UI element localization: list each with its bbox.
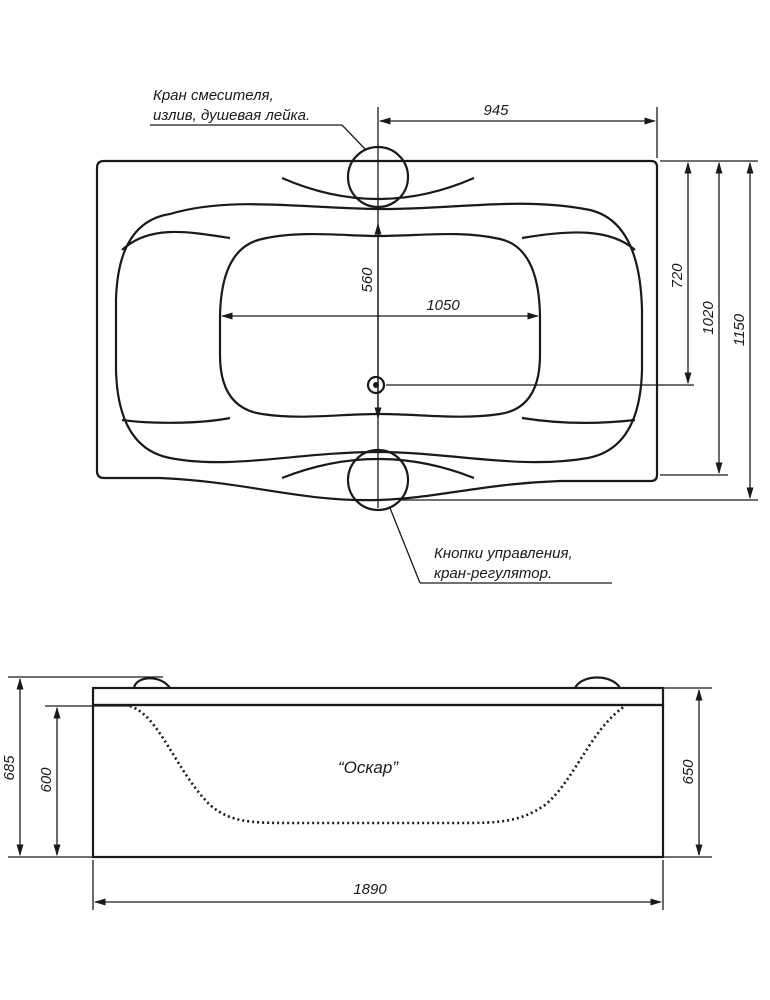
- headrest-left: [132, 677, 171, 689]
- dim-650-label: 650: [680, 759, 697, 785]
- dim-600-label: 600: [38, 767, 55, 793]
- dim-1020-label: 1020: [700, 301, 717, 335]
- callout-controls-line-2: кран-регулятор.: [434, 565, 552, 582]
- seat-line-left: [121, 416, 231, 424]
- callout-controls-line-1: Кнопки управления,: [434, 545, 573, 562]
- model-name: “Оскар”: [338, 758, 399, 777]
- tub-basin-inner: [218, 232, 542, 418]
- tub-basin-outer: [114, 202, 644, 464]
- tub-front-panel: [91, 703, 665, 859]
- callout-controls-leader: [389, 507, 421, 584]
- callout-faucet-leader: [341, 124, 367, 151]
- tub-rim: [91, 686, 665, 707]
- dim-720-label: 720: [669, 263, 686, 289]
- dim-1890-label: 1890: [353, 881, 387, 898]
- headrest-right: [574, 676, 621, 689]
- dim-560-label: 560: [359, 267, 376, 293]
- dim-1150-label: 1150: [731, 313, 748, 346]
- callout-faucet-line-1: Кран смесителя,: [153, 87, 274, 104]
- backrest-line-right: [521, 231, 636, 251]
- seat-line-right: [521, 416, 636, 424]
- backrest-line-left: [121, 230, 231, 251]
- dim-1050-label: 1050: [426, 297, 460, 314]
- side-view: “Оскар” 685 600 650 1890: [1, 676, 712, 910]
- dim-945-label: 945: [483, 102, 509, 119]
- dim-685-label: 685: [1, 755, 18, 781]
- callout-faucet-line-2: излив, душевая лейка.: [153, 107, 310, 124]
- top-view: 945 1050 560 720 1020 1150 Кран смесител…: [95, 87, 758, 584]
